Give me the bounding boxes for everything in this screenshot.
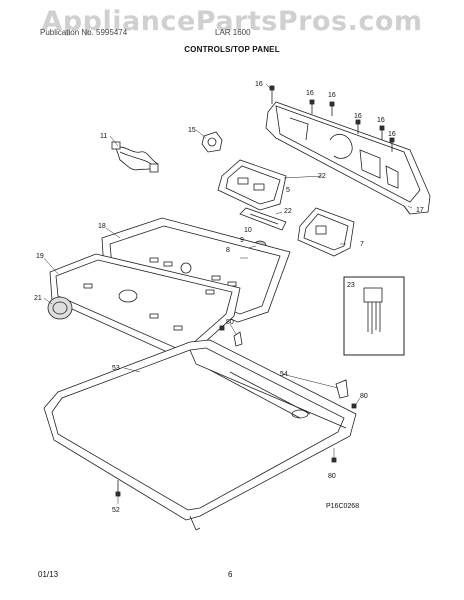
screw-80-b[interactable]: [351, 403, 357, 409]
inset-part-box: [343, 276, 405, 356]
screw-16-f[interactable]: [389, 137, 395, 152]
control-overlay[interactable]: [49, 253, 241, 357]
callout-7: 7: [360, 241, 364, 248]
callout-54: 54: [280, 371, 288, 378]
clip-54[interactable]: [335, 379, 349, 399]
fastener-80-top[interactable]: [219, 325, 225, 331]
callout-21: 21: [34, 295, 42, 302]
callout-22-b: 22: [284, 208, 292, 215]
screw-16-a[interactable]: [269, 85, 275, 104]
footer-page-number: 6: [228, 570, 233, 579]
top-panel[interactable]: [43, 339, 357, 531]
control-board[interactable]: [217, 159, 287, 211]
leader-lines: [43, 83, 413, 504]
display-board[interactable]: [297, 207, 355, 257]
publication-number: Publication No. 5995474: [40, 28, 128, 37]
callout-19: 19: [36, 253, 44, 260]
callout-16-e: 16: [377, 117, 385, 124]
screw-52[interactable]: [115, 480, 121, 497]
cycle-knob[interactable]: [47, 296, 73, 320]
callout-22-a: 22: [318, 173, 326, 180]
callout-80-b: 80: [360, 393, 368, 400]
wire-harness[interactable]: [111, 141, 159, 173]
callout-16-d: 16: [354, 113, 362, 120]
console-backguard[interactable]: [265, 101, 431, 215]
clip-80-a[interactable]: [233, 331, 243, 347]
callout-80-a: 80: [226, 319, 234, 326]
callout-10: 10: [244, 227, 252, 234]
selector-switch[interactable]: [201, 131, 223, 153]
screw-16-e[interactable]: [379, 125, 385, 140]
site-watermark: AppliancePartsPros.com: [41, 6, 423, 37]
callout-5: 5: [286, 187, 290, 194]
model-label: LAR 1600: [215, 28, 251, 37]
callout-16-c: 16: [328, 92, 336, 99]
callout-23: 23: [347, 282, 355, 289]
callout-16-b: 16: [306, 90, 314, 97]
callout-17: 17: [416, 207, 424, 214]
screw-16-c[interactable]: [329, 101, 335, 116]
callout-labels: 11 15 16 16 16 16 16 16 22 5 22 17 10 18…: [34, 81, 424, 514]
switch-bracket[interactable]: [239, 207, 287, 231]
callout-80-c: 80: [328, 473, 336, 480]
screw-16-b[interactable]: [309, 99, 315, 114]
callout-15: 15: [188, 127, 196, 134]
callout-53: 53: [112, 365, 120, 372]
screw-16-d[interactable]: [355, 119, 361, 134]
callout-16-a: 16: [255, 81, 263, 88]
callout-9: 9: [240, 237, 244, 244]
footer-date: 01/13: [38, 570, 59, 579]
callout-52: 52: [112, 507, 120, 514]
callout-16-f: 16: [388, 131, 396, 138]
callout-18: 18: [98, 223, 106, 230]
callout-11: 11: [100, 133, 107, 140]
part-code: P16C0268: [326, 503, 359, 510]
callout-8: 8: [226, 247, 230, 254]
diagram-title: CONTROLS/TOP PANEL: [184, 45, 280, 54]
screw-80-c[interactable]: [331, 457, 337, 463]
